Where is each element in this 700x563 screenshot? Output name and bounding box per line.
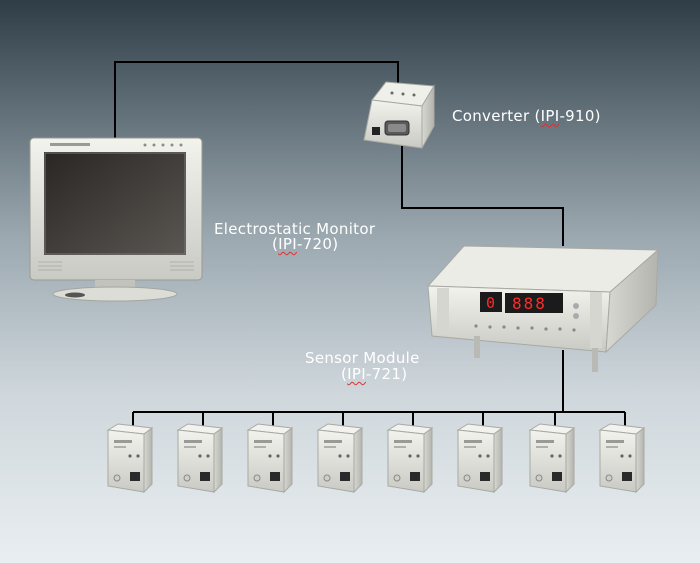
sensor-module bbox=[316, 423, 364, 494]
sensor-module bbox=[456, 423, 504, 494]
cables bbox=[114, 61, 626, 430]
sensor-module bbox=[598, 423, 646, 494]
cable-pc-to-converter bbox=[114, 61, 399, 140]
sensor-module bbox=[106, 423, 154, 494]
sensor-label-title: Sensor Module bbox=[305, 349, 420, 367]
converter-device bbox=[363, 81, 435, 149]
sensor-module bbox=[386, 423, 434, 494]
sensor-modules bbox=[106, 423, 646, 494]
cable-converter-to-monitor bbox=[401, 146, 564, 246]
electrostatic-monitor-device: 0 888 bbox=[426, 245, 660, 372]
monitor-display-digit: 0 bbox=[486, 294, 495, 312]
pc-monitor bbox=[29, 137, 203, 302]
sensor-module bbox=[176, 423, 224, 494]
sensor-module bbox=[528, 423, 576, 494]
monitor-label-title: Electrostatic Monitor bbox=[214, 220, 376, 238]
sensor-label-model: (IPI-721) bbox=[341, 365, 408, 383]
converter-label: Converter (IPI-910) bbox=[452, 107, 601, 125]
sensor-module bbox=[246, 423, 294, 494]
monitor-label-model: (IPI-720) bbox=[272, 235, 339, 253]
monitor-display-reading: 888 bbox=[512, 294, 547, 313]
